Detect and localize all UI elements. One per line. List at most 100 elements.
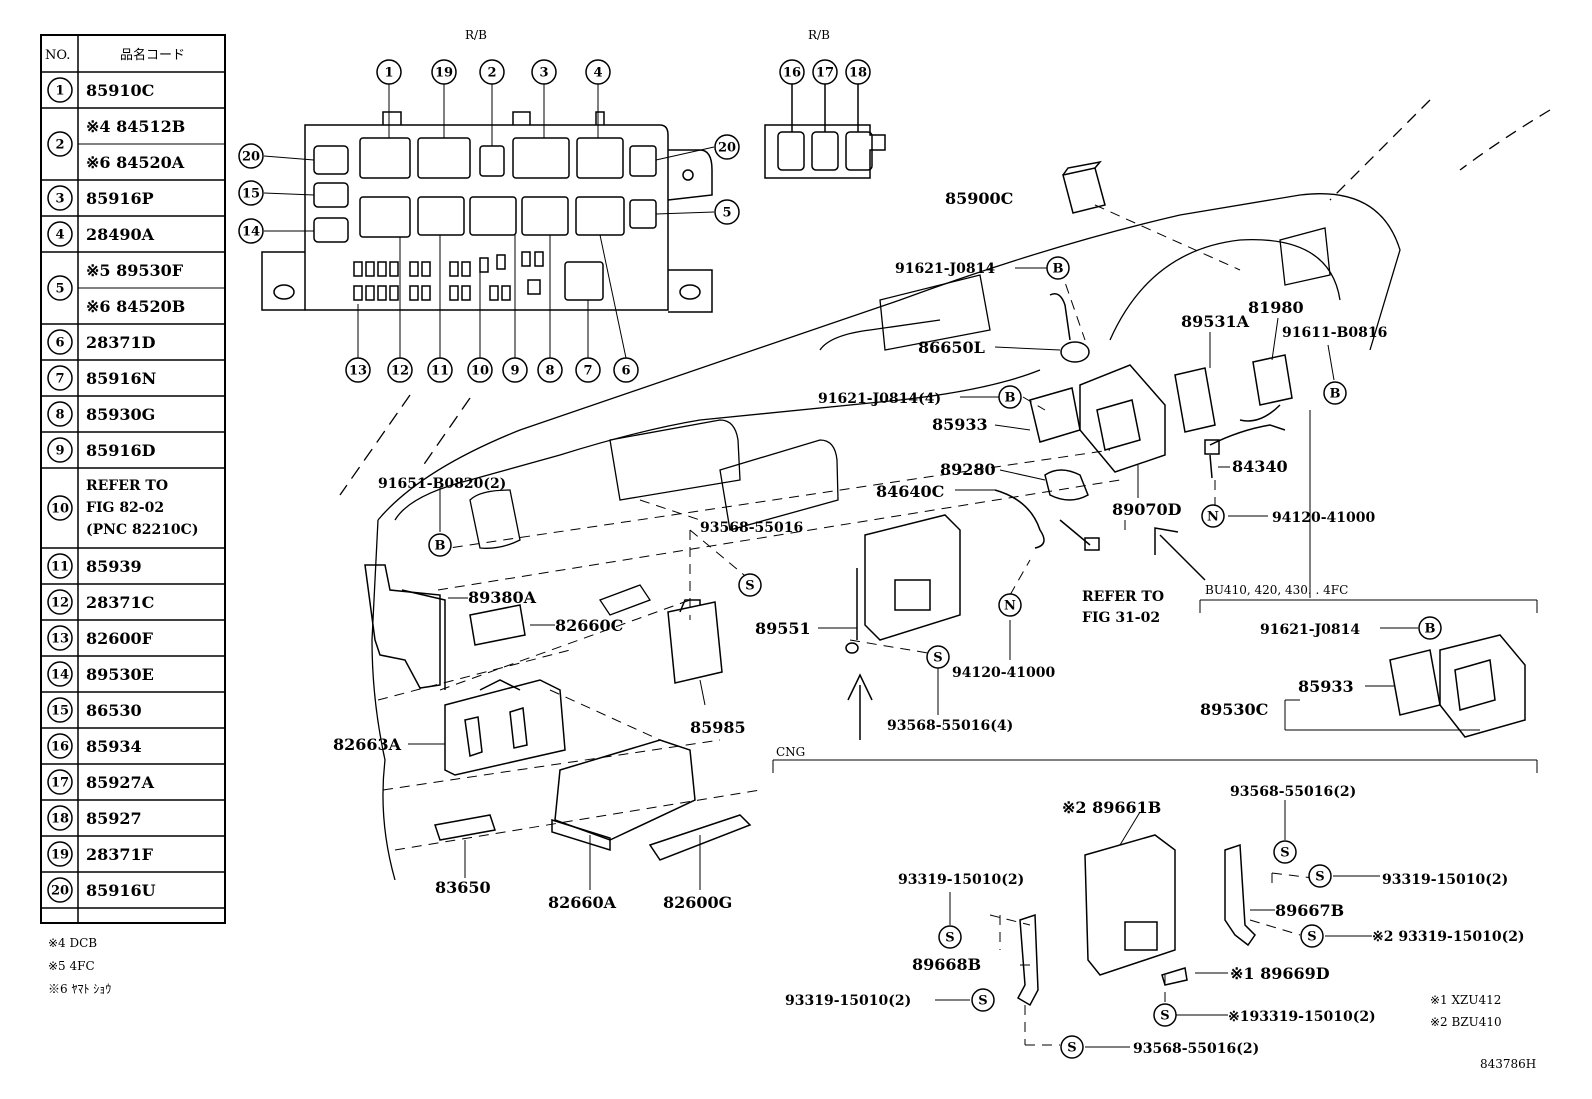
row-number-icon-text: 18 [51,812,69,827]
callout-s-icon: S [1153,1003,1177,1027]
callout-s-icon: S [938,925,962,949]
table-row: 9 85916D [47,437,156,463]
table-code: ※5 89530F [86,261,184,280]
table-code: 85916D [86,441,156,460]
row-number-icon: 12 [47,589,73,615]
callout-s-icon-text: S [1160,1009,1169,1024]
callout-s-icon-text: S [745,579,754,594]
relay-block-main [261,111,713,313]
row-number-icon-text: 2 [55,138,64,153]
table-code: ※4 84512B [86,117,185,136]
bu-label: BU410, 420, 430. . 4FC [1205,583,1348,597]
relay-block-small [764,84,886,179]
row-number-icon-text: 13 [51,632,69,647]
part-label: 89668B [912,955,981,974]
part-label: 83650 [435,878,491,897]
part-label: 91621-J0814 [1260,622,1360,638]
callout-s-icon: S [971,988,995,1012]
rb-bottom-number: 13 [345,357,371,383]
callout-b-icon: B [1418,616,1442,640]
table-code: 28371F [86,845,154,864]
table-code: FIG 82-02 [86,500,164,516]
arrows [847,527,1206,740]
table-code: 86530 [86,701,142,720]
table-code: (PNC 82210C) [86,522,198,538]
row-number-icon-text: 9 [55,444,64,459]
part-label: 86650L [918,338,985,357]
part-code-table [40,34,226,924]
rb-bottom-number-text: 12 [391,364,409,379]
row-number-icon-text: 8 [55,408,64,423]
figure-code: 843786H [1480,1057,1536,1071]
part-label: 89530C [1200,700,1268,719]
rb2-number: 16 [779,59,805,85]
part-label: 89551 [755,619,811,638]
part-label: 82663A [333,735,402,754]
row-number-icon-text: 14 [51,668,69,683]
rb-top-number-text: 4 [593,66,602,81]
table-row: 15 86530 [47,697,142,723]
row-number-icon-text: 20 [51,884,69,899]
table-row: 12 28371C [47,589,154,615]
table-code: 85916P [86,189,154,208]
row-number-icon: 1 [47,77,73,103]
callout-s-icon-text: S [945,931,954,946]
part-label: 91621-J0814(4) [818,391,941,407]
callout-s-icon: S [926,645,950,669]
rb-bottom-number: 8 [537,357,563,383]
rb-top-number: 1 [376,59,402,85]
row-number-icon: 20 [47,877,73,903]
callout-s-icon: S [1060,1035,1084,1059]
refer-note: FIG 31-02 [1082,610,1160,626]
cng-label: CNG [776,745,805,759]
row-number-icon-text: 16 [51,740,69,755]
callout-n-icon-text: N [1207,510,1219,525]
part-label: 89667B [1275,901,1344,920]
rb-bottom-number: 11 [427,357,453,383]
part-label: 85900C [945,189,1013,208]
table-row: 18 85927 [47,805,142,831]
callout-b-icon-text: B [1425,622,1436,637]
rb-top-number: 3 [531,59,557,85]
table-code: 85939 [86,557,142,576]
rb-right-number: 5 [714,199,740,225]
row-number-icon: 16 [47,733,73,759]
component-sketches [364,160,1526,1007]
part-label: 93568-55016(2) [1230,784,1356,800]
table-code: 85934 [86,737,142,756]
part-label: 93319-15010(2) [1382,872,1508,888]
row-number-icon-text: 4 [55,228,64,243]
row-number-icon-text: 3 [55,192,64,207]
rb-right-number: 20 [714,134,740,160]
row-number-icon: 13 [47,625,73,651]
row-number-icon: 15 [47,697,73,723]
row-number-icon-text: 6 [55,336,64,351]
rb2-number: 17 [812,59,838,85]
part-label: 82660A [548,893,617,912]
callout-s-icon-text: S [978,994,987,1009]
table-code: 28371C [86,593,154,612]
callout-b-icon-text: B [1330,387,1341,402]
row-number-icon-text: 15 [51,704,69,719]
rb-left-number: 15 [238,180,264,206]
part-label: 91611-B0816 [1282,325,1387,341]
row-number-icon-text: 19 [51,848,69,863]
rb-left-number-text: 14 [242,225,260,240]
rb-top-number: 19 [431,59,457,85]
callout-s-icon: S [1273,840,1297,864]
legend-note: ※1 XZU412 [1430,993,1501,1007]
table-code: 85927 [86,809,142,828]
row-number-icon-text: 11 [51,560,69,575]
table-code: 85916N [86,369,156,388]
rb-top-number: 2 [479,59,505,85]
refer-note: REFER TO [1082,589,1164,605]
part-label: 89070D [1112,500,1182,519]
row-number-icon-text: 17 [51,776,69,791]
